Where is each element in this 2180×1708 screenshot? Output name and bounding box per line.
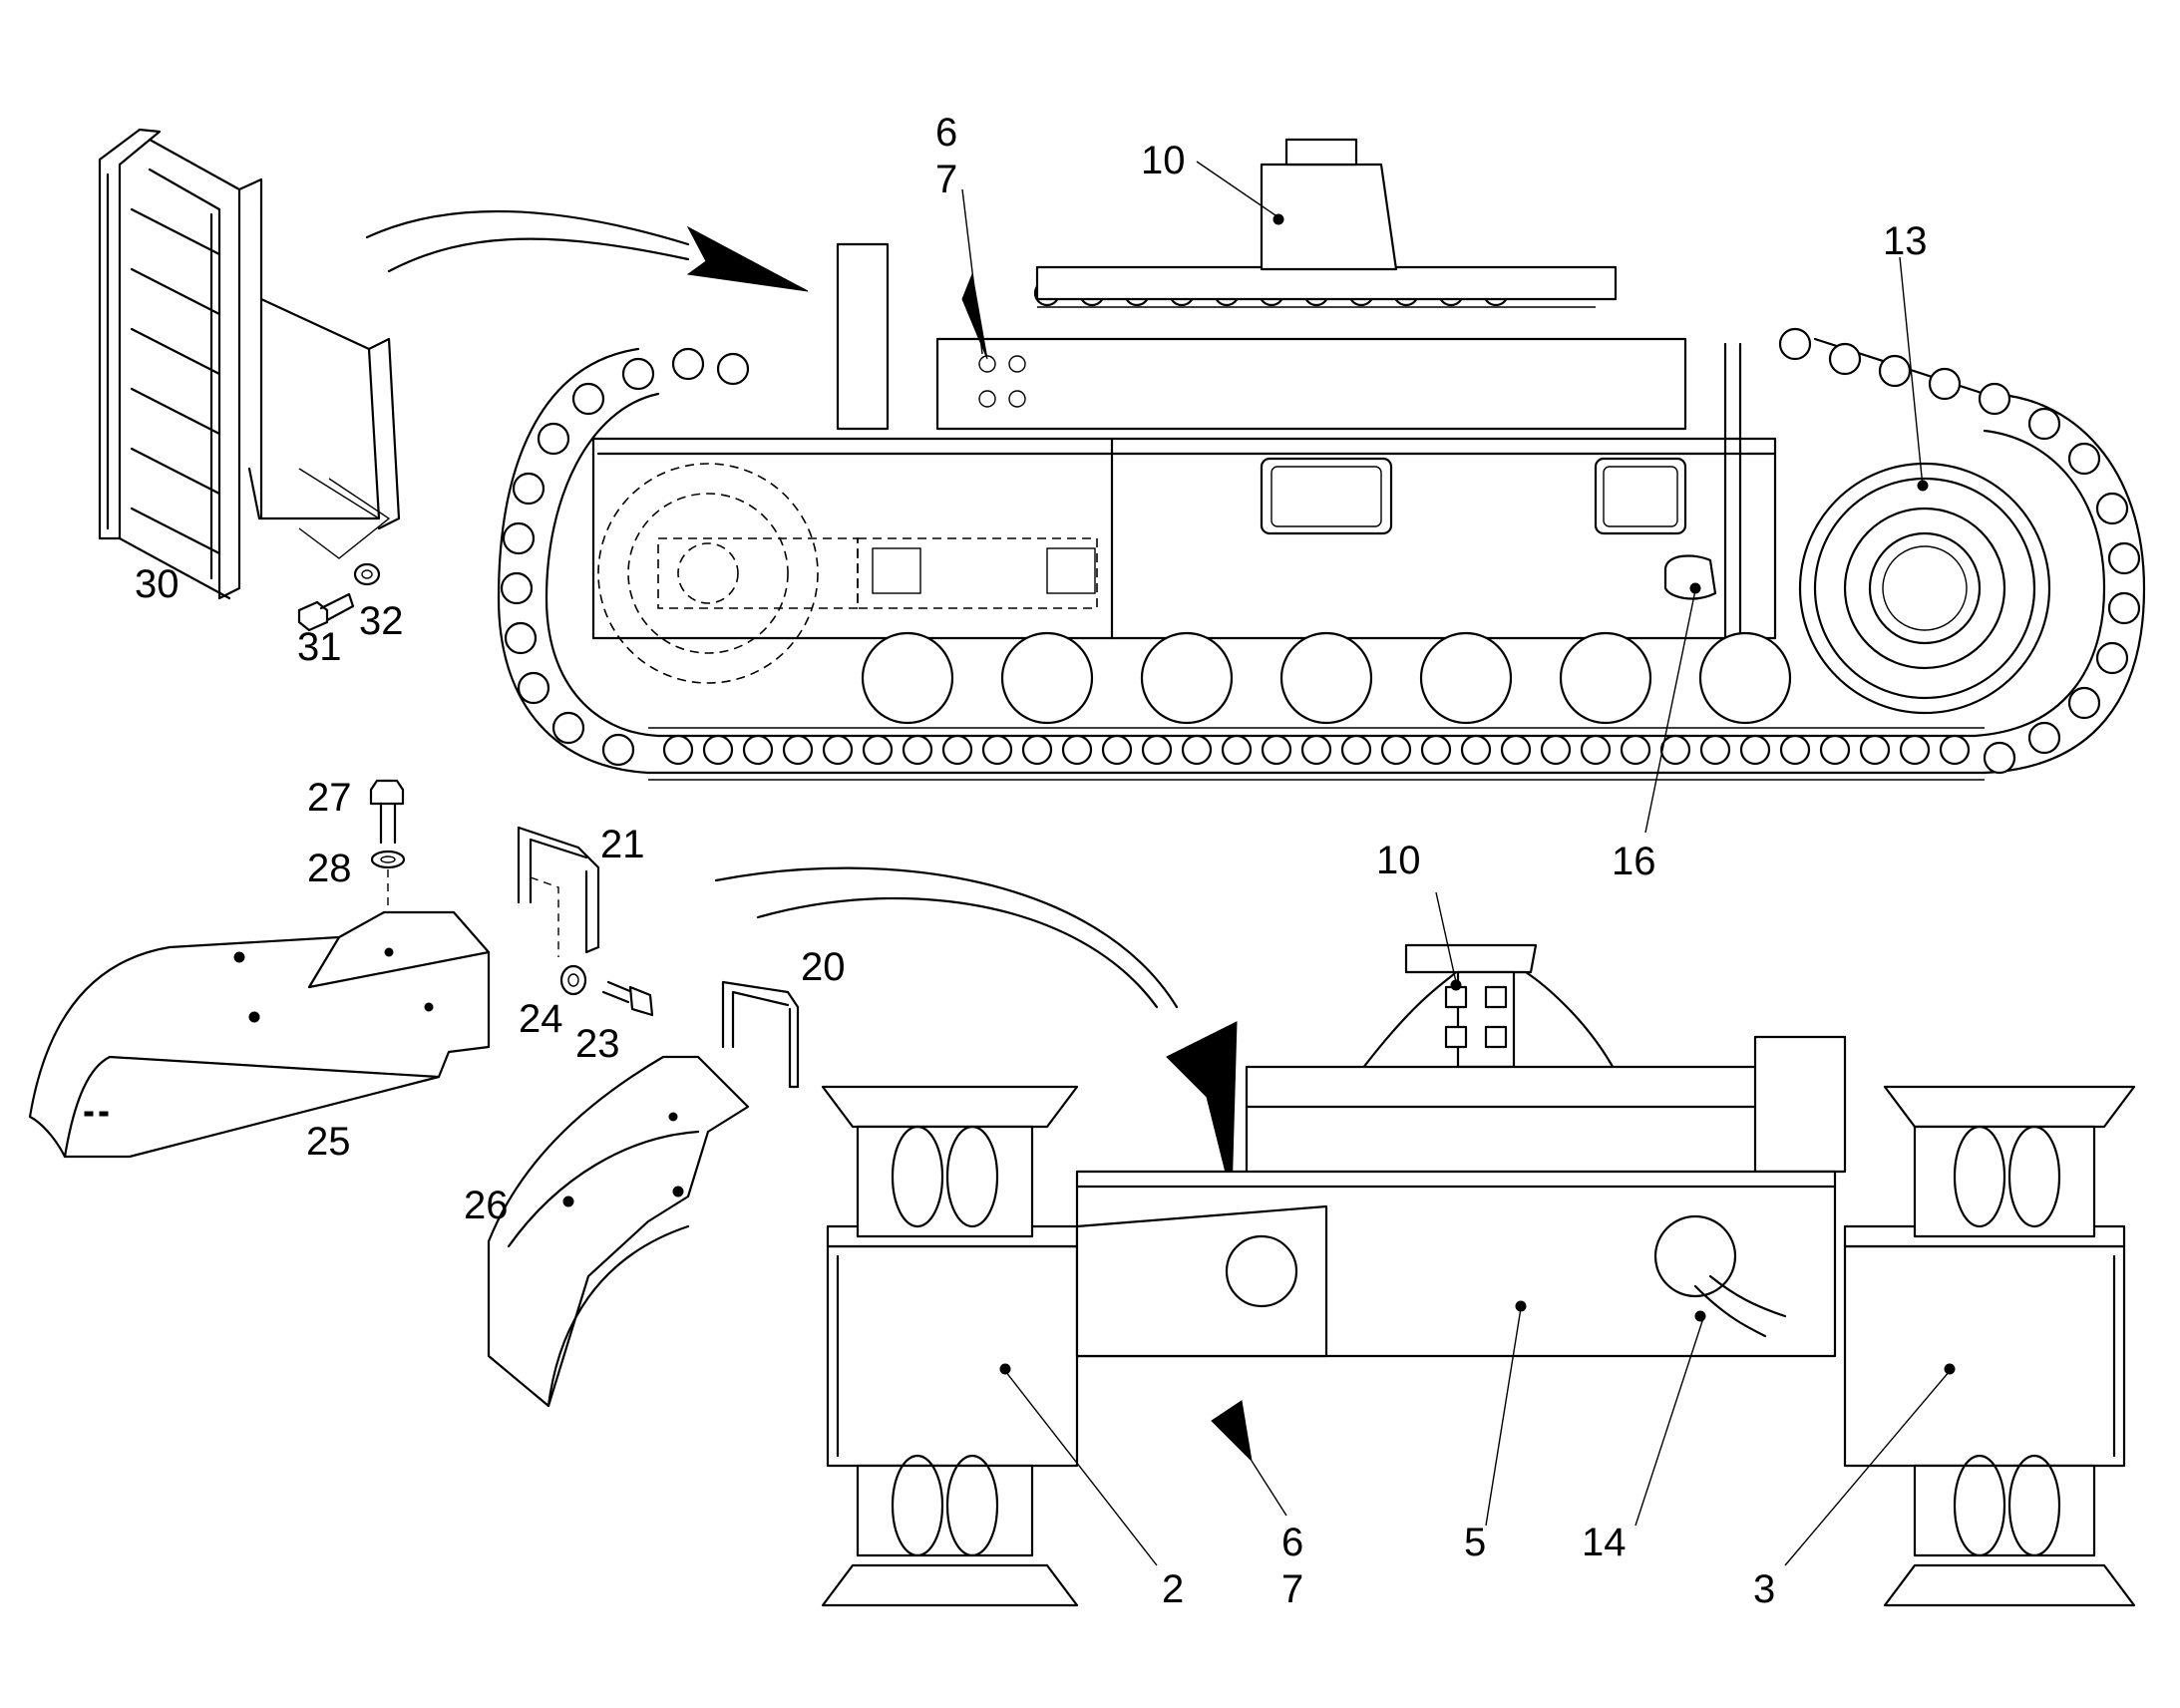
arrow-part-6-7-bottom	[1211, 1400, 1253, 1463]
track-links-bottom	[648, 727, 1985, 781]
drive-sprocket-part-13	[1798, 462, 2051, 715]
callout-6-top: 6	[935, 111, 957, 155]
track-rollers	[861, 631, 1792, 725]
crawler-track-side-view	[497, 138, 2146, 781]
callout-10-top: 10	[1141, 139, 1186, 182]
track-links-right	[1778, 327, 2141, 775]
hose-part-14	[1653, 1214, 1787, 1338]
assembly-arrow-upper	[365, 209, 809, 292]
arrow-part-6-7-top	[961, 272, 988, 360]
idler-hidden	[597, 463, 1098, 684]
callout-20: 20	[801, 945, 846, 989]
cover-plate	[1260, 457, 1393, 535]
bracket-part-21	[517, 826, 600, 957]
callout-27: 27	[307, 776, 352, 820]
bracket-part-20	[721, 980, 800, 1089]
callout-16: 16	[1612, 840, 1656, 883]
callout-13: 13	[1883, 219, 1928, 263]
cover-plate	[1594, 457, 1687, 535]
callout-labels: 30 31 32 6 7 10 13 16 27 28 21 20 24 23 …	[135, 111, 1928, 1611]
side-frame-part-3	[1843, 1244, 2126, 1468]
wheel-assemblies	[821, 1085, 2136, 1607]
callout-31: 31	[297, 625, 342, 669]
bolt-part-23	[601, 980, 654, 1017]
callout-28: 28	[307, 847, 352, 890]
callout-23: 23	[575, 1022, 620, 1066]
roller-frame-top	[935, 337, 1687, 431]
track-links-left	[500, 347, 750, 767]
callout-26: 26	[464, 1184, 509, 1227]
callout-32: 32	[359, 599, 404, 643]
cover-part-26	[487, 1055, 750, 1408]
side-frame-part-2	[826, 1244, 1079, 1468]
carbody-top-view	[821, 943, 2136, 1607]
cover-part-25	[28, 910, 491, 1159]
fitting-part-16	[1663, 554, 1717, 600]
leader-lines-top	[961, 161, 1924, 834]
callout-7-bottom: 7	[1281, 1567, 1303, 1611]
washer-part-28	[370, 850, 406, 869]
callout-3: 3	[1753, 1567, 1775, 1611]
callout-10-bottom: 10	[1376, 839, 1421, 882]
callout-25: 25	[306, 1120, 351, 1164]
callout-5: 5	[1464, 1521, 1486, 1564]
callout-30: 30	[135, 562, 180, 606]
leader-lines-bottom	[1004, 891, 1951, 1566]
callout-14: 14	[1582, 1521, 1627, 1564]
callout-21: 21	[600, 823, 645, 866]
callout-2: 2	[1162, 1567, 1184, 1611]
bolt-part-31	[297, 592, 355, 632]
washer-part-24	[559, 964, 587, 996]
callout-7-top: 7	[935, 158, 957, 201]
callout-6-bottom: 6	[1281, 1521, 1303, 1564]
washer-part-32	[353, 562, 381, 586]
bolt-part-27	[369, 779, 405, 845]
callout-24: 24	[519, 997, 563, 1041]
ladder-part-30	[98, 128, 401, 600]
carbody-part-10	[1035, 138, 1618, 301]
